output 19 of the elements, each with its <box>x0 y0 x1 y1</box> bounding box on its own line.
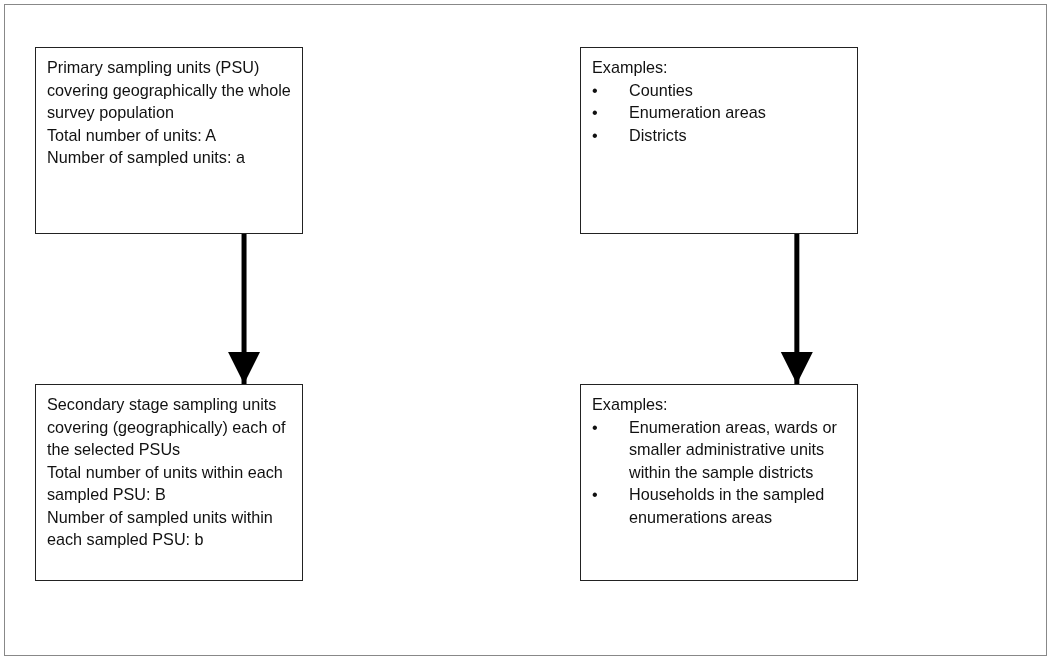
list-item: • Enumeration areas <box>592 102 767 123</box>
description-text: Total number of units: A <box>47 124 218 146</box>
text-box <box>580 47 858 234</box>
description-text: Examples: <box>592 57 669 78</box>
list-item: • Enumeration areas, wards or smaller administrative units within the sample districts <box>592 416 838 483</box>
arrow <box>780 234 813 384</box>
text-box <box>35 47 303 234</box>
description-text: Examples: <box>592 394 669 415</box>
description-text: Number of sampled units: a <box>47 147 246 168</box>
text-box <box>580 384 858 581</box>
description-text: Secondary stage sampling units covering (geographically) each of the selected PSUs <box>47 394 287 460</box>
list-item: • Households in the sampled enumerations areas <box>592 484 826 528</box>
description-text: Number of sampled units within each sampled PSU: b <box>47 506 274 550</box>
arrow <box>228 234 261 384</box>
list-item: • Counties <box>592 79 694 101</box>
list-item: • Districts <box>592 124 688 146</box>
text-box <box>35 384 303 581</box>
description-text: Total number of units within each sampled PSU: B <box>47 461 284 505</box>
description-text: Primary sampling units (PSU) covering geographically the whole survey population <box>47 57 292 123</box>
